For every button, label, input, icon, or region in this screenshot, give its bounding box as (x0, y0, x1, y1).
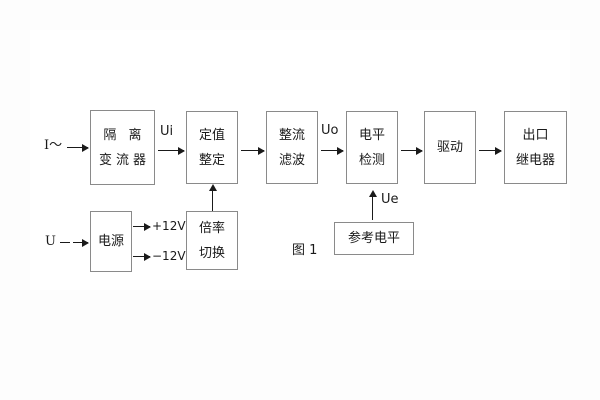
block-rectify-filter[interactable]: 整流 滤波 (266, 111, 318, 184)
block-isolation-ct-line2: 变流器 (98, 152, 150, 168)
block-setting-adjust-line2: 整定 (198, 152, 225, 168)
lead-voltage (60, 242, 70, 243)
block-rectify-filter-line1: 整流 (278, 127, 305, 143)
arrow-voltage-to-power-supply (73, 238, 89, 247)
block-drive-line1: 驱动 (436, 140, 463, 155)
block-output-relay[interactable]: 出口 继电器 (504, 111, 567, 184)
signal-label-uo: Uo (321, 123, 339, 138)
input-label-current: I～ (44, 138, 63, 153)
signal-label-ui: Ui (160, 124, 174, 139)
block-isolation-ct-line1: 隔 离 (103, 127, 146, 143)
arrow-level-to-drive (401, 146, 423, 155)
block-level-detect-line1: 电平 (358, 127, 385, 143)
arrow-rectify-to-level (321, 146, 344, 155)
arrow-multiplier-to-setting (208, 184, 217, 211)
block-setting-adjust-line1: 定值 (198, 127, 225, 143)
block-output-relay-line1: 出口 (522, 127, 549, 143)
block-multiplier-switch-line2: 切换 (198, 245, 225, 261)
figure-caption: 图 1 (292, 243, 318, 258)
signal-label-ue: Ue (381, 192, 399, 207)
block-output-relay-line2: 继电器 (515, 152, 555, 168)
block-setting-adjust[interactable]: 定值 整定 (186, 111, 238, 184)
block-level-detect[interactable]: 电平 检测 (346, 111, 398, 184)
arrow-reference-to-level (368, 190, 377, 220)
input-label-voltage: U (45, 234, 56, 249)
arrow-rail-negative (133, 252, 151, 261)
rail-label-negative: −12V (152, 249, 186, 263)
arrow-isolation-to-setting (158, 146, 185, 155)
block-multiplier-switch-line1: 倍率 (198, 220, 225, 236)
arrow-current-to-isolation (67, 143, 89, 152)
block-multiplier-switch[interactable]: 倍率 切换 (186, 211, 238, 270)
block-isolation-ct[interactable]: 隔 离 变流器 (90, 110, 155, 185)
block-drive[interactable]: 驱动 (424, 111, 476, 184)
block-level-detect-line2: 检测 (358, 152, 385, 168)
arrow-drive-to-output-relay (479, 146, 502, 155)
block-rectify-filter-line2: 滤波 (278, 152, 305, 168)
rail-label-positive: +12V (152, 219, 186, 233)
block-reference-level[interactable]: 参考电平 (334, 222, 414, 255)
arrow-setting-to-rectify (241, 146, 265, 155)
arrow-rail-positive (133, 222, 151, 231)
block-reference-level-line1: 参考电平 (347, 231, 400, 246)
block-power-supply[interactable]: 电源 (90, 211, 132, 272)
block-power-supply-line1: 电源 (97, 234, 124, 249)
